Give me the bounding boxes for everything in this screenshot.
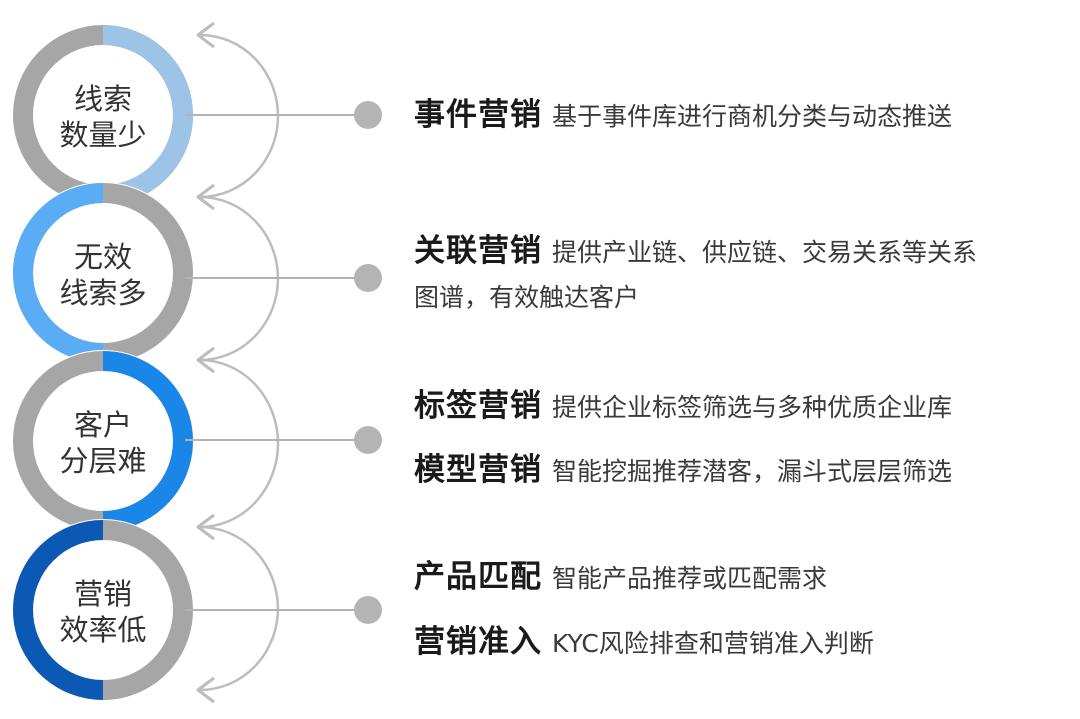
ring-accent-arc: [102, 25, 193, 205]
ring-accent-arc: [13, 520, 104, 700]
solution-description: 基于事件库进行商机分类与动态推送: [552, 102, 953, 131]
solution-keyword: 事件营销: [414, 97, 542, 133]
solution-keyword: 关联营销: [414, 233, 542, 269]
return-arc: [199, 358, 280, 529]
solution-keyword: 产品匹配: [414, 559, 542, 595]
stage-label-line1: 无效: [74, 240, 132, 274]
stage-label-line1: 线索: [74, 82, 132, 116]
stage-ring: [12, 182, 194, 364]
stage-label-line2: 线索多: [59, 276, 146, 310]
connector-dot: [354, 596, 382, 624]
solution-description: 智能产品推荐或匹配需求: [552, 564, 828, 593]
stage-label-line2: 效率低: [59, 613, 146, 647]
solution-keyword: 模型营销: [414, 452, 542, 488]
stage-label-line2: 分层难: [59, 444, 146, 478]
stage-label-line2: 数量少: [59, 118, 146, 152]
ring-accent-arc: [13, 183, 104, 363]
solution-description: KYC风险排查和营销准入判断: [552, 629, 874, 658]
stage-label-line1: 营销: [74, 577, 132, 611]
solution-tag-marketing: 标签营销提供企业标签筛选与多种优质企业库: [414, 388, 953, 425]
solution-product-matching: 产品匹配智能产品推荐或匹配需求: [414, 559, 828, 596]
solution-description: 提供企业标签筛选与多种优质企业库: [552, 393, 953, 422]
solution-event-marketing: 事件营销基于事件库进行商机分类与动态推送: [414, 97, 953, 134]
solution-keyword: 营销准入: [414, 624, 542, 660]
arrowhead-icon: [196, 21, 215, 49]
solution-description-continued: 图谱，有效触达客户: [414, 282, 640, 312]
solution-association-marketing: 关联营销提供产业链、供应链、交易关系等关系 图谱，有效触达客户: [414, 233, 978, 314]
solution-marketing-access: 营销准入 KYC风险排查和营销准入判断: [414, 624, 874, 661]
stage-ring: [12, 519, 194, 701]
stage-label-line1: 客户: [74, 408, 132, 442]
solution-keyword: 标签营销: [414, 388, 542, 424]
arrowhead-icon: [196, 676, 215, 704]
arrowhead-icon: [196, 513, 215, 541]
connector-dot: [354, 264, 382, 292]
ring-accent-arc: [102, 351, 193, 531]
solution-description: 智能挖掘推荐潜客，漏斗式层层筛选: [552, 457, 953, 486]
connector-dot: [354, 101, 382, 129]
solution-model-marketing: 模型营销智能挖掘推荐潜客，漏斗式层层筛选: [414, 452, 953, 489]
arrowhead-icon: [196, 183, 215, 211]
arrowhead-icon: [196, 346, 215, 374]
return-arc: [199, 525, 280, 692]
solution-description: 提供产业链、供应链、交易关系等关系: [552, 238, 978, 267]
connector-dot: [354, 426, 382, 454]
